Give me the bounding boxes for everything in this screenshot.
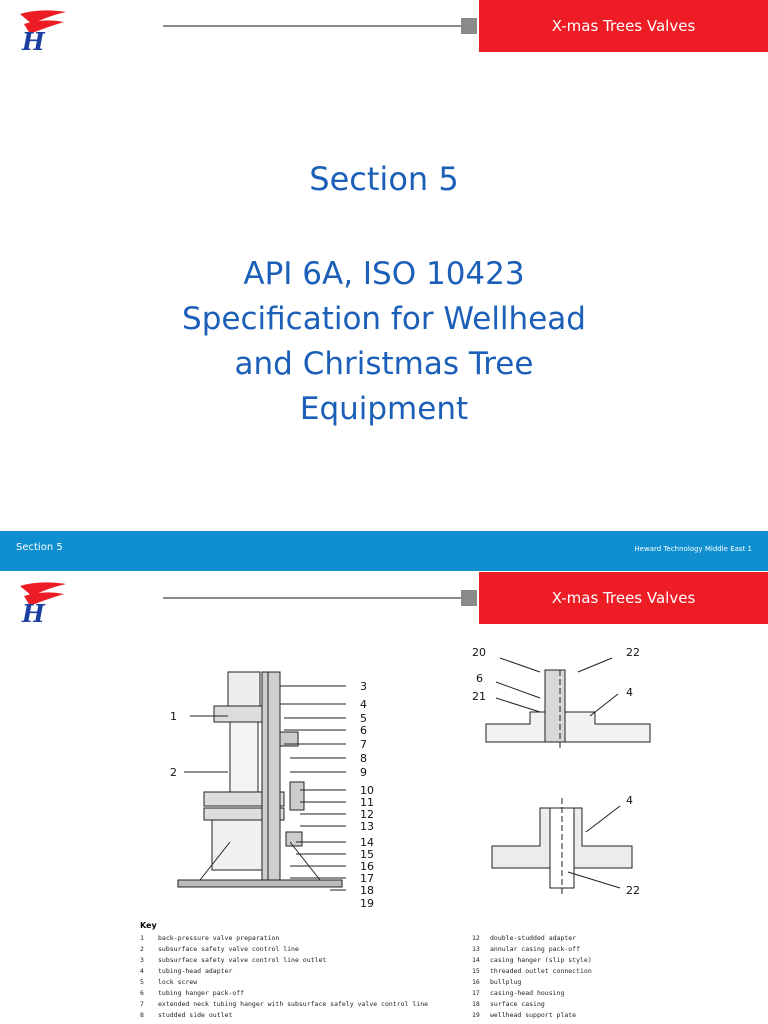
callout: 5: [360, 712, 367, 725]
callout: 3: [360, 680, 367, 693]
callout: 22: [626, 884, 640, 897]
callout: 14: [360, 836, 374, 849]
slide-1: H X-mas Trees Valves Section 5 API 6A, I…: [0, 0, 768, 572]
callout: 2: [170, 766, 177, 779]
callout: 4: [360, 698, 367, 711]
callout: 20: [472, 646, 486, 659]
section-title: Section 5: [309, 160, 459, 198]
callout: 19: [360, 897, 374, 910]
callout: 4: [626, 794, 633, 807]
wellhead-diagram: 1 2 3 4 5 6 7 8 9 10 11 12 13 14 15 16 1…: [170, 646, 651, 910]
callout: 8: [360, 752, 367, 765]
key-title: Key: [140, 921, 157, 930]
callout: 7: [360, 738, 367, 751]
callout: 16: [360, 860, 374, 873]
slide-subtitle: API 6A, ISO 10423 Specification for Well…: [84, 252, 684, 432]
footer-company: Heward Technology Middle East 1: [634, 545, 752, 553]
subtitle-line: API 6A, ISO 10423: [243, 256, 525, 292]
header-rule: [163, 25, 461, 27]
callout: 9: [360, 766, 367, 779]
slide-2: H X-mas Trees Valves: [0, 572, 768, 1024]
svg-text:H: H: [21, 27, 46, 54]
callout: 17: [360, 872, 374, 885]
callout: 4: [626, 686, 633, 699]
callout: 6: [360, 724, 367, 737]
company-logo: H: [20, 10, 66, 54]
callout: 12: [360, 808, 374, 821]
callout: 11: [360, 796, 374, 809]
header-rule-end: [461, 590, 477, 606]
footer-section: Section 5: [16, 542, 63, 553]
header-tag: X-mas Trees Valves: [479, 0, 768, 52]
callout: 1: [170, 710, 177, 723]
subtitle-line: Equipment: [299, 391, 469, 427]
header-rule: [163, 597, 461, 599]
company-logo: H: [20, 582, 66, 626]
callout: 10: [360, 784, 374, 797]
callout: 13: [360, 820, 374, 833]
subtitle-line: and Christmas Tree: [234, 346, 534, 382]
callout: 21: [472, 690, 486, 703]
callout: 18: [360, 884, 374, 897]
callout: 15: [360, 848, 374, 861]
header-tag: X-mas Trees Valves: [479, 572, 768, 624]
subtitle-line: Specification for Wellhead: [182, 301, 586, 337]
callout: 6: [476, 672, 483, 685]
callout: 22: [626, 646, 640, 659]
slide-footer: Section 5 Heward Technology Middle East …: [0, 531, 768, 571]
header-rule-end: [461, 18, 477, 34]
svg-text:H: H: [21, 599, 46, 626]
